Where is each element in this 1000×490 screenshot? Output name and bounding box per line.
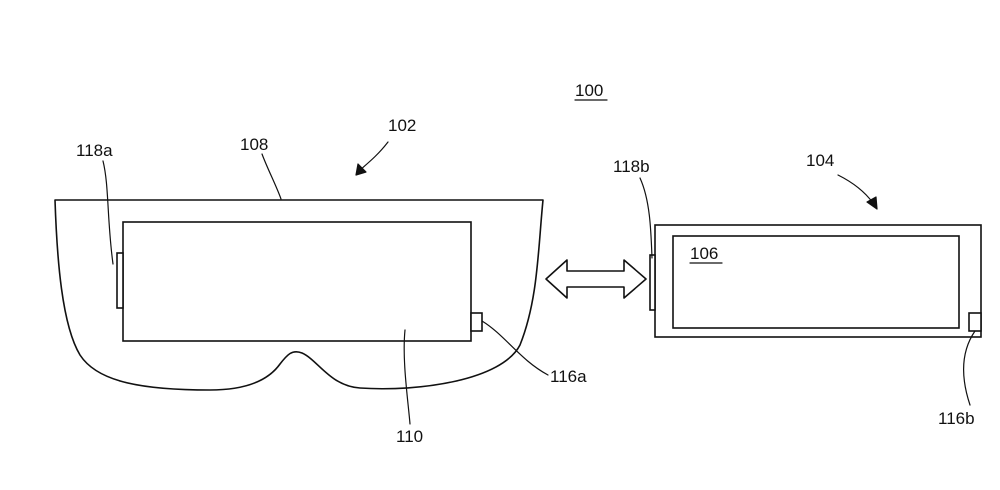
arrowhead-102 [355, 163, 367, 176]
mobile-device-104 [649, 224, 982, 338]
headset-connector-116a [470, 312, 483, 332]
ref-label-104: 104 [806, 151, 834, 170]
mobile-connector-116b [968, 312, 982, 332]
ref-label-108: 108 [240, 135, 268, 154]
ref-label-110: 110 [396, 427, 423, 446]
leader-102 [359, 141, 389, 171]
ref-label-116b: 116b [938, 409, 975, 428]
headset-contact-118a [116, 252, 124, 309]
ref-label-118a: 118a [76, 141, 113, 160]
leader-116a [481, 320, 549, 376]
leader-116b [963, 330, 976, 406]
leader-110 [403, 329, 411, 425]
bidirectional-arrow [545, 259, 647, 299]
leader-118b [639, 177, 653, 259]
ref-label-106: 106 [690, 244, 718, 263]
ref-label-116a: 116a [550, 367, 587, 386]
headset-102 [54, 199, 544, 391]
headset-display-panel [122, 221, 472, 342]
leader-108 [261, 153, 282, 200]
arrowhead-104 [866, 196, 878, 210]
mobile-device-screen [672, 235, 960, 329]
mobile-contact-118b [649, 254, 656, 311]
figure-label: 100 [575, 81, 603, 100]
leader-118a [102, 160, 114, 265]
ref-label-102: 102 [388, 116, 416, 135]
headset-housing-outline [54, 199, 544, 391]
leader-104 [837, 174, 874, 204]
ref-label-118b: 118b [613, 157, 650, 176]
